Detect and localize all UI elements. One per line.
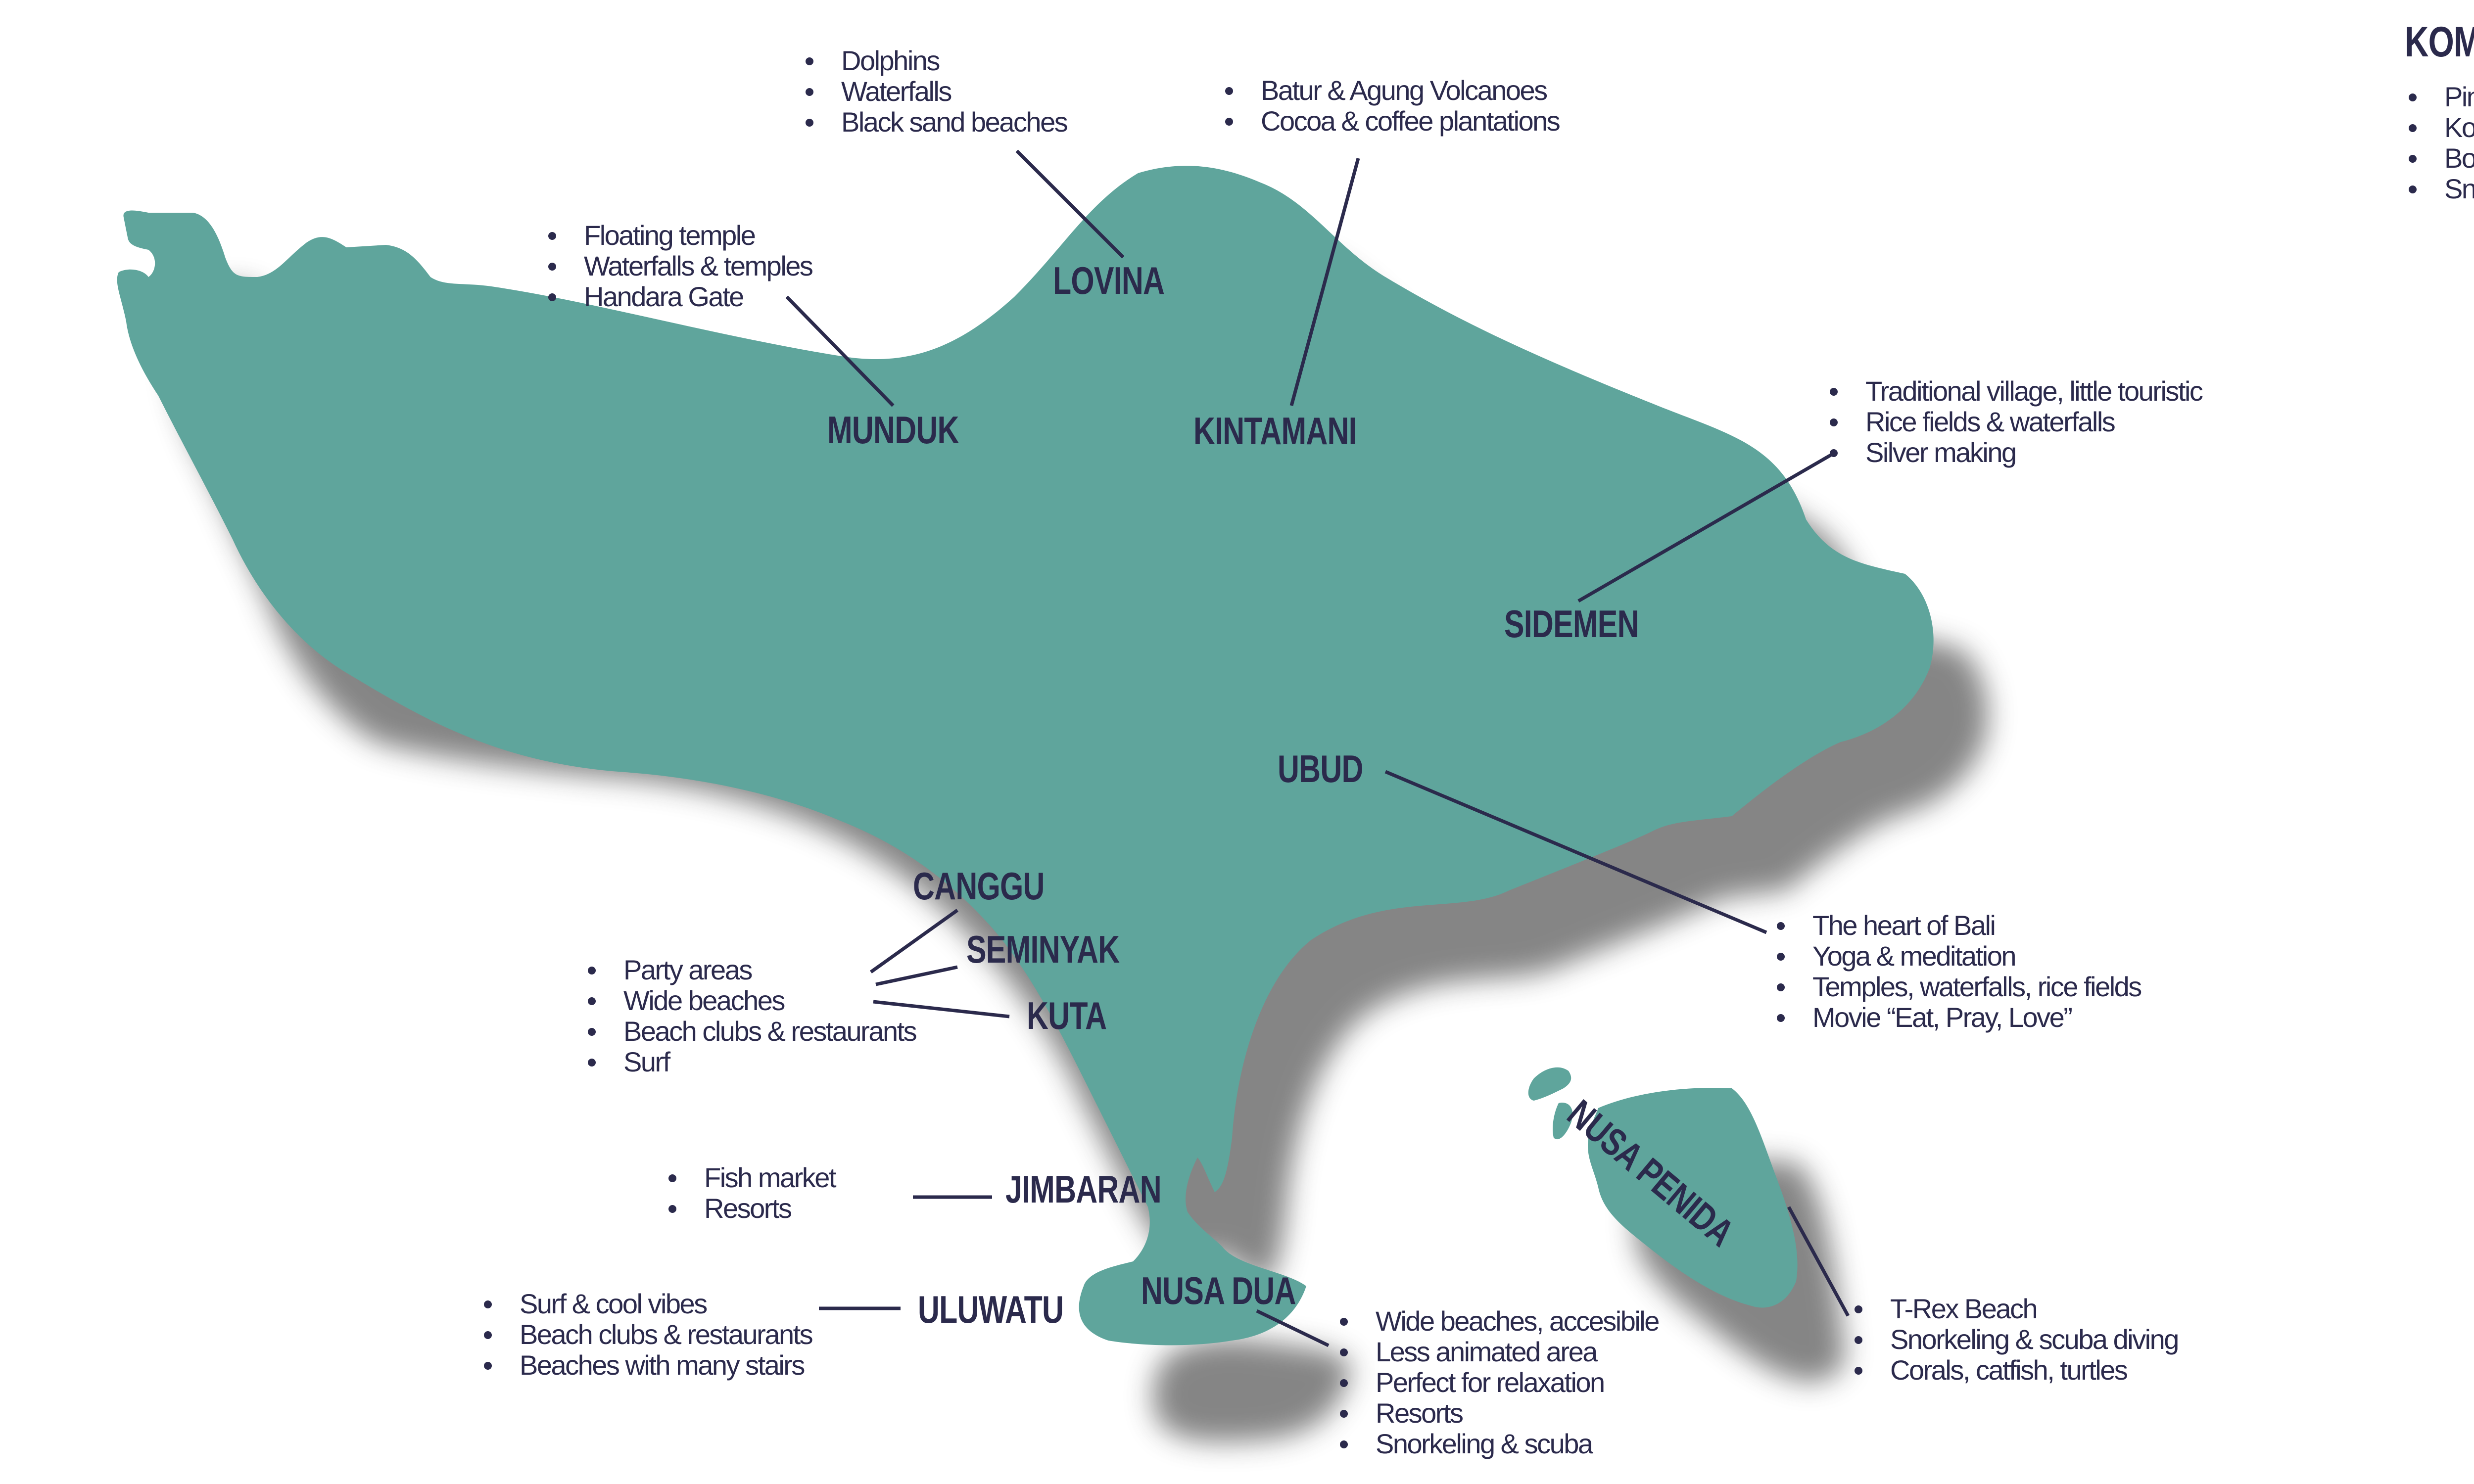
bali-main-island (117, 166, 1934, 1345)
list-item: Resorts (665, 1193, 835, 1224)
leader-line-canggu (869, 909, 959, 974)
list-item: Temples, waterfalls, rice fields (1773, 972, 2142, 1002)
list-item: Floating temple (544, 220, 812, 251)
lovina-highlights: Dolphins Waterfalls Black sand beaches (802, 46, 1068, 138)
list-item: Party areas (584, 955, 916, 985)
leader-line-nusa-penida (1787, 1206, 1850, 1317)
label-kuta[interactable]: KUTA (1027, 994, 1107, 1037)
list-item: Beach clubs & restaurants (480, 1319, 813, 1350)
label-canggu[interactable]: CANGGU (913, 864, 1045, 908)
list-item: The heart of Bali (1773, 910, 2141, 941)
nusa-penida-island (1588, 1088, 1798, 1308)
leader-line-seminyak (875, 965, 958, 986)
list-item: Snorkeling & scuba (1336, 1429, 1659, 1459)
sidemen-highlights: Traditional village, little touristic Ri… (1826, 376, 2203, 468)
list-item: Handara Gate (544, 281, 812, 312)
list-item: Rice fields & waterfalls (1826, 407, 2202, 437)
list-item: T-Rex Beach (1851, 1294, 2178, 1324)
uluwatu-highlights: Surf & cool vibes Beach clubs & restaura… (480, 1289, 813, 1381)
ubud-highlights: The heart of Bali Yoga & meditation Temp… (1773, 910, 2142, 1033)
komodo-highlights: Pink beaches Komodo Dragon Boat trips Sn… (2405, 82, 2474, 204)
kintamani-highlights: Batur & Agung Volcanoes Cocoa & coffee p… (1221, 75, 1561, 137)
list-item: Traditional village, little touristic (1826, 376, 2203, 407)
list-item: Waterfalls (802, 76, 1067, 107)
leader-line-nusa-dua (1256, 1309, 1330, 1347)
list-item: Resorts (1336, 1398, 1659, 1429)
list-item: Surf & cool vibes (480, 1289, 812, 1319)
label-uluwatu[interactable]: ULUWATU (918, 1288, 1064, 1331)
leader-line-kuta (873, 1000, 1010, 1019)
leader-line-lovina (1015, 149, 1125, 259)
list-item: Dolphins (802, 46, 1067, 76)
list-item: Silver making (1826, 437, 2202, 468)
komodo-title[interactable]: KOMODO (2405, 18, 2474, 66)
list-item: Beaches with many stairs (480, 1350, 812, 1381)
list-item: Corals, catfish, turtles (1851, 1355, 2178, 1386)
nusa-ceningan-island (1553, 1103, 1573, 1140)
nusa-lembongan-island (1528, 1067, 1571, 1101)
leader-line-munduk (785, 295, 895, 407)
list-item: Wide beaches (584, 985, 916, 1016)
list-item: Perfect for relaxation (1336, 1367, 1659, 1398)
leader-line-kintamani (1289, 158, 1360, 406)
leader-line-sidemen (1577, 453, 1832, 603)
list-item: Black sand beaches (802, 107, 1068, 138)
list-item: Pink beaches (2405, 82, 2474, 112)
list-item: Fish market (665, 1162, 837, 1193)
list-item: Less animated area (1336, 1337, 1659, 1367)
list-item: Komodo Dragon (2405, 112, 2474, 143)
label-kintamani[interactable]: KINTAMANI (1193, 409, 1357, 453)
label-seminyak[interactable]: SEMINYAK (966, 928, 1120, 971)
list-item: Yoga & meditation (1773, 941, 2141, 972)
list-item: Cocoa & coffee plantations (1221, 106, 1561, 137)
nusa-penida-highlights: T-Rex Beach Snorkeling & scuba diving Co… (1851, 1294, 2179, 1386)
leader-lines (785, 149, 1850, 1347)
label-lovina[interactable]: LOVINA (1053, 259, 1165, 302)
leader-line-ubud (1384, 770, 1767, 934)
list-item: Movie “Eat, Pray, Love” (1773, 1002, 2141, 1033)
list-item: Waterfalls & temples (544, 251, 813, 281)
list-item: Batur & Agung Volcanoes (1221, 75, 1559, 106)
label-sidemen[interactable]: SIDEMEN (1504, 602, 1639, 646)
munduk-highlights: Floating temple Waterfalls & temples Han… (544, 220, 813, 312)
label-ubud[interactable]: UBUD (1278, 747, 1363, 790)
label-jimbaran[interactable]: JIMBARAN (1005, 1167, 1162, 1211)
list-item: Snorkeling (2405, 174, 2474, 204)
list-item: Wide beaches, accesibile (1336, 1306, 1660, 1337)
canggu-seminyak-kuta-highlights: Party areas Wide beaches Beach clubs & r… (584, 955, 917, 1077)
nusa-dua-highlights: Wide beaches, accesibile Less animated a… (1336, 1306, 1660, 1459)
list-item: Snorkeling & scuba diving (1851, 1324, 2179, 1355)
list-item: Beach clubs & restaurants (584, 1016, 917, 1047)
list-item: Boat trips (2405, 143, 2474, 174)
label-munduk[interactable]: MUNDUK (827, 408, 959, 452)
jimbaran-highlights: Fish market Resorts (665, 1162, 837, 1224)
list-item: Surf (584, 1047, 916, 1077)
label-nusa-dua[interactable]: NUSA DUA (1141, 1269, 1296, 1312)
